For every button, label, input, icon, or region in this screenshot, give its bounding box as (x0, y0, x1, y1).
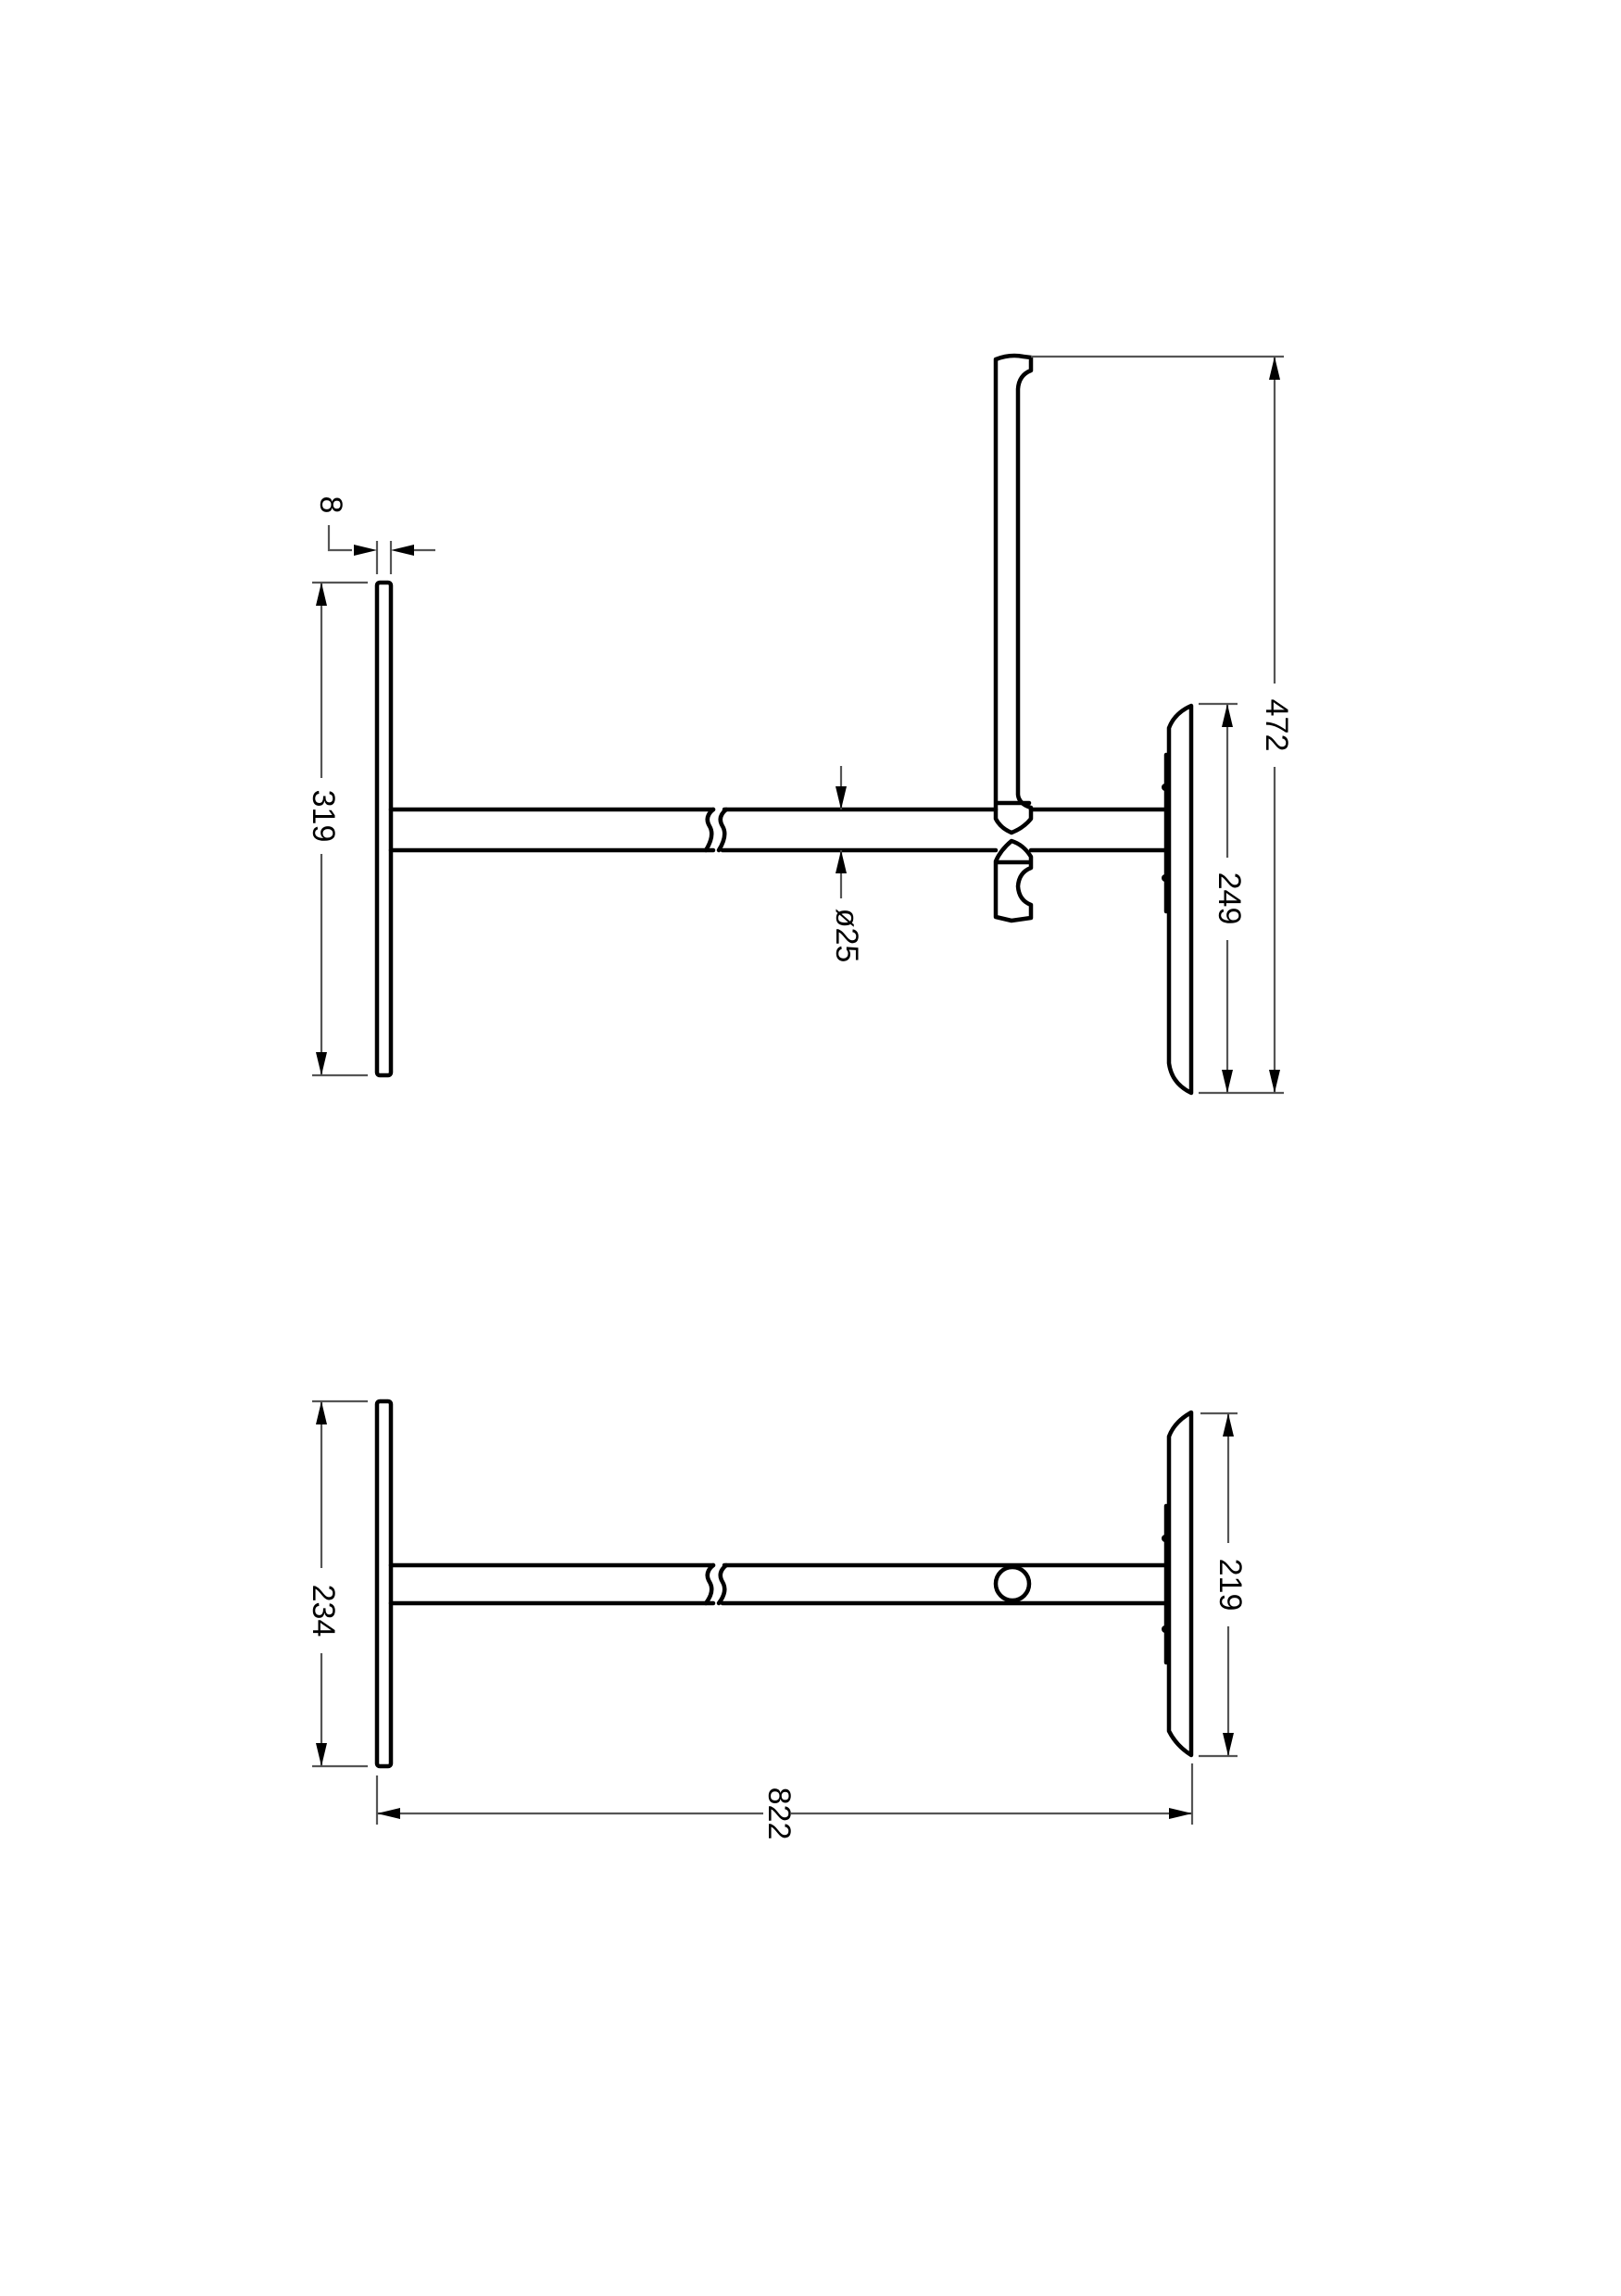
dim-left-plate-height: 319 (306, 581, 368, 1077)
dim-overall-length: 822 (375, 1763, 1194, 1840)
left-wall-plate (374, 580, 394, 1078)
dim-right-bracket-height: 249 (1199, 702, 1247, 1095)
rail-tube (388, 807, 1170, 853)
dim-label-8: 8 (313, 496, 348, 514)
dim-right-bracket-height-front: 219 (1199, 1411, 1248, 1758)
right-bracket-front (1162, 1410, 1194, 1758)
right-bracket (1140, 703, 1194, 1096)
rail-tube-front (388, 1562, 1170, 1606)
dim-label-diameter: ø25 (829, 909, 864, 963)
dim-label-234: 234 (306, 1585, 341, 1637)
hook-section-circle (993, 1564, 1032, 1603)
left-wall-plate-front (374, 1399, 394, 1769)
dim-left-plate-height-front: 234 (306, 1399, 368, 1768)
dim-plate-thickness: 8 (313, 496, 435, 574)
dim-label-822: 822 (761, 1788, 797, 1840)
dim-hook-total-height: 472 (1031, 355, 1294, 1095)
dim-label-249: 249 (1212, 872, 1247, 925)
dim-tube-diameter: ø25 (829, 766, 864, 962)
dim-label-319: 319 (306, 790, 341, 843)
dim-label-472: 472 (1259, 699, 1294, 752)
hook (993, 353, 1034, 923)
dim-label-219: 219 (1213, 1559, 1248, 1612)
top-view: 8 319 ø25 249 (306, 353, 1294, 1096)
front-view: 234 219 822 (306, 1399, 1248, 1840)
